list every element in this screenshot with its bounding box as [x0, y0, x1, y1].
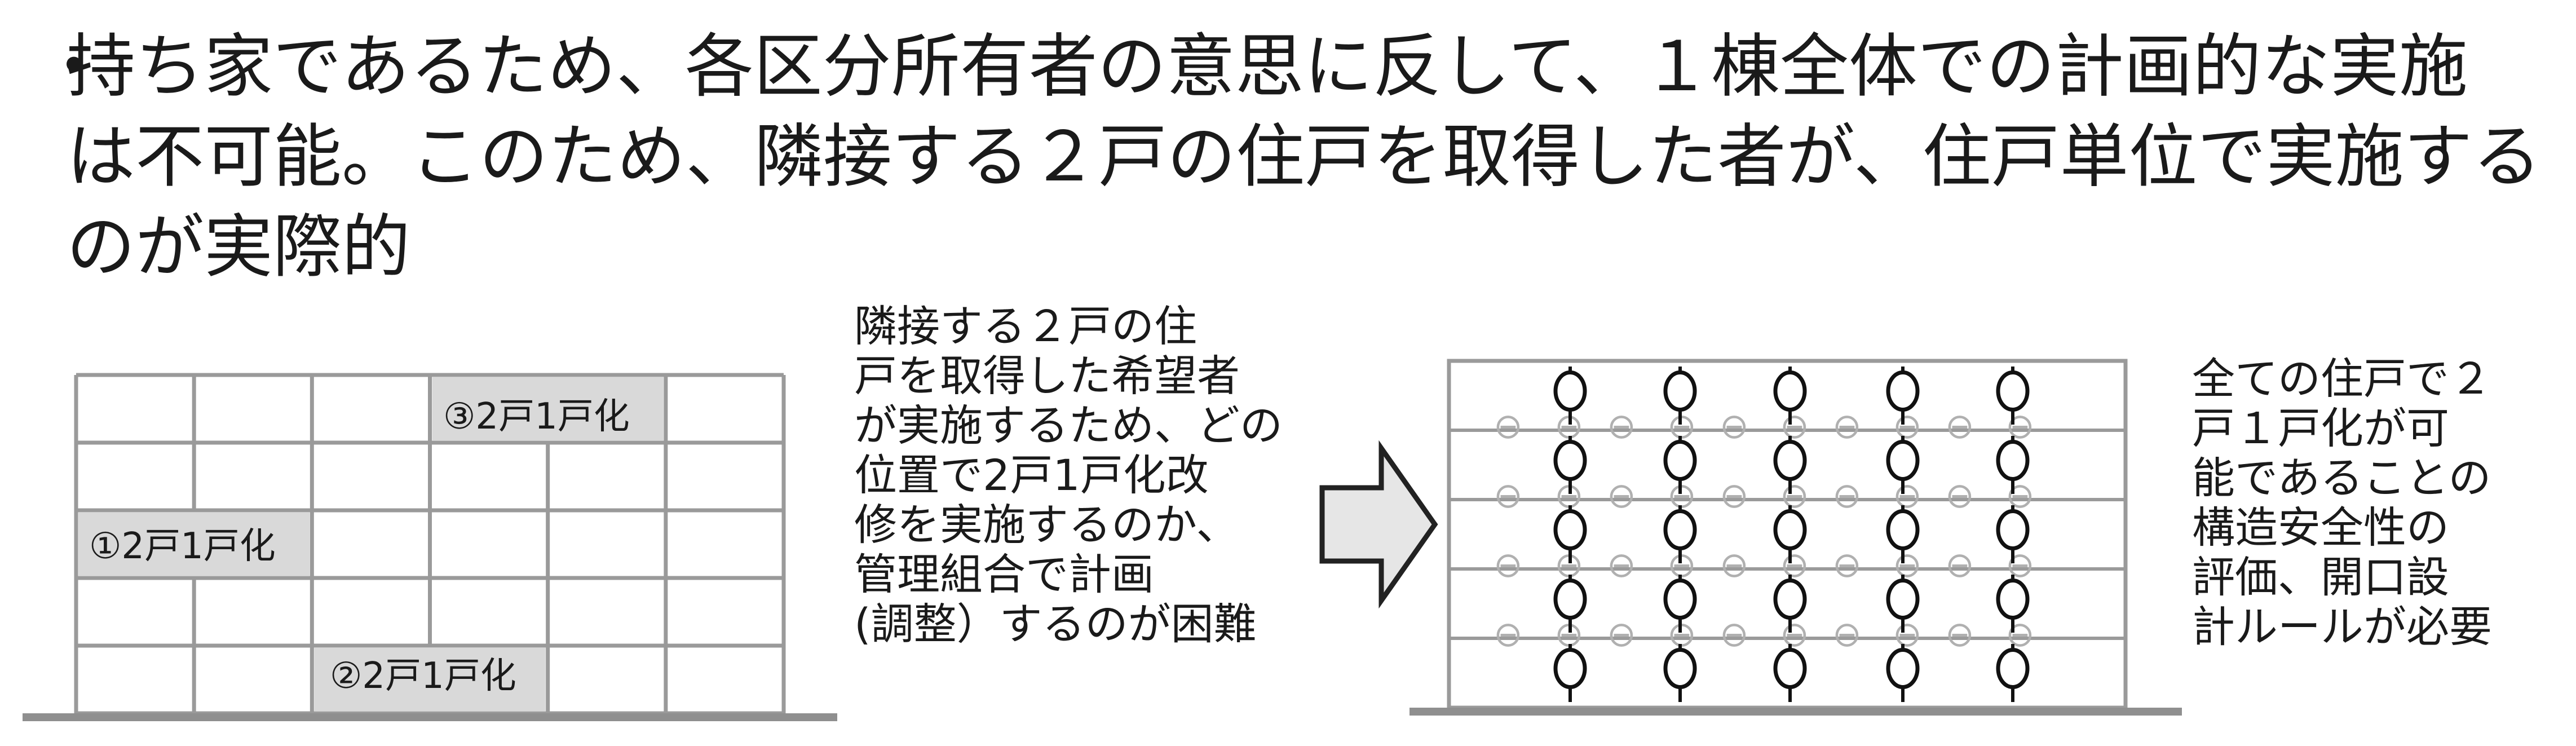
highlight-cell — [78, 513, 310, 576]
structural-mark-icon — [1553, 509, 1587, 550]
right-arrow-icon — [1319, 440, 1438, 609]
right-structural-marks: ⊖⊖⊖⊖⊖⊖⊖⊖⊖⊖⊖⊖⊖⊖⊖⊖⊖⊖⊖⊖⊖⊖⊖⊖⊖⊖⊖⊖⊖⊖⊖⊖⊖⊖⊖⊖⊖⊖⊖⊖ — [1494, 367, 2035, 702]
secondary-mark-icon: ⊖ — [1494, 544, 1523, 585]
structural-mark-icon — [1996, 370, 2030, 412]
right-building-grid — [1447, 359, 2128, 710]
left-building-diagram: ③2戸1戸化 ①2戸1戸化 ②2戸1戸化 — [23, 373, 837, 721]
left-note-line: 修を実施するのか、 — [854, 500, 1239, 550]
secondary-mark-icon: ⊖ — [1832, 475, 1862, 516]
structural-mark-icon — [1886, 509, 1920, 550]
left-note: 隣接する２戸の住 戸を取得した希望者 が実施するため、どの 位置で2戸1戸化改 … — [854, 302, 1283, 649]
right-note-line: 能であることの — [2192, 453, 2491, 503]
secondary-mark-icon: ⊖ — [1720, 544, 1749, 585]
secondary-mark-icon: ⊖ — [1494, 405, 1523, 447]
left-label-unit-1: ①2戸1戸化 — [89, 526, 276, 567]
secondary-mark-icon: ⊖ — [1945, 544, 1974, 585]
right-ground-line — [1409, 708, 2182, 716]
secondary-mark-icon: ⊖ — [2005, 613, 2035, 655]
secondary-mark-icon: ⊖ — [1780, 475, 1809, 516]
structural-mark-icon — [1773, 509, 1807, 550]
secondary-mark-icon: ⊖ — [1720, 405, 1749, 447]
secondary-mark-icon: ⊖ — [2005, 544, 2035, 585]
secondary-mark-icon: ⊖ — [1832, 544, 1862, 585]
secondary-mark-icon: ⊖ — [1893, 405, 1922, 447]
secondary-mark-icon: ⊖ — [1945, 405, 1974, 447]
structural-mark-icon — [1996, 440, 2030, 481]
heading-paragraph: 持ち家であるため、各区分所有者の意思に反して、１棟全体での計画的な実施 は不可能… — [39, 21, 2543, 292]
structural-mark-icon — [1663, 579, 1697, 620]
secondary-mark-icon: ⊖ — [1607, 475, 1636, 516]
secondary-mark-icon: ⊖ — [1720, 613, 1749, 655]
structural-mark-icon — [1773, 579, 1807, 620]
left-highlight-cells — [78, 377, 664, 711]
structural-mark-icon — [1773, 370, 1807, 412]
structural-mark-icon — [1663, 509, 1697, 550]
heading-line-3: のが実際的 — [67, 207, 410, 287]
structural-mark-icon — [1886, 370, 1920, 412]
secondary-mark-icon: ⊖ — [1832, 405, 1862, 447]
secondary-mark-icon: ⊖ — [1780, 544, 1809, 585]
structural-mark-icon — [1553, 370, 1587, 412]
secondary-mark-icon: ⊖ — [2005, 475, 2035, 516]
left-note-line: が実施するため、どの — [854, 400, 1283, 451]
secondary-mark-icon: ⊖ — [1945, 475, 1974, 516]
right-note-line: 戸１戸化が可 — [2192, 403, 2449, 453]
left-note-line: 隣接する２戸の住 — [854, 301, 1197, 351]
right-note: 全ての住戸で２ 戸１戸化が可 能であることの 構造安全性の 評価、開口設 計ルー… — [2192, 354, 2492, 652]
highlight-cell — [314, 648, 546, 711]
heading-bullet: ・ — [39, 27, 108, 107]
left-note-line: 位置で2戸1戸化改 — [854, 450, 1209, 500]
structural-mark-icon — [1553, 648, 1587, 689]
secondary-mark-icon: ⊖ — [1832, 613, 1862, 655]
structural-mark-icon — [1553, 440, 1587, 481]
structural-mark-icon — [1773, 440, 1807, 481]
structural-mark-icon — [1886, 440, 1920, 481]
heading-line-2: は不可能。このため、隣接する２戸の住戸を取得した者が、住戸単位で実施する — [67, 117, 2542, 197]
structural-mark-icon — [1773, 648, 1807, 689]
secondary-mark-icon: ⊖ — [1494, 475, 1523, 516]
right-note-line: 計ルールが必要 — [2192, 602, 2492, 652]
heading-line-1: 持ち家であるため、各区分所有者の意思に反して、１棟全体での計画的な実施 — [67, 27, 2468, 107]
structural-mark-icon — [1996, 648, 2030, 689]
structural-mark-icon — [1663, 440, 1697, 481]
structural-mark-icon — [1886, 579, 1920, 620]
secondary-mark-icon: ⊖ — [1945, 613, 1974, 655]
secondary-mark-icon: ⊖ — [1607, 544, 1636, 585]
left-label-unit-3: ③2戸1戸化 — [443, 396, 630, 438]
secondary-mark-icon: ⊖ — [1780, 613, 1809, 655]
secondary-mark-icon: ⊖ — [1607, 405, 1636, 447]
right-note-line: 評価、開口設 — [2192, 552, 2449, 602]
structural-mark-icon — [1886, 648, 1920, 689]
highlight-cell — [432, 377, 664, 440]
left-note-line: 戸を取得した希望者 — [854, 351, 1240, 401]
structural-mark-icon — [1663, 370, 1697, 412]
structural-mark-icon — [1663, 648, 1697, 689]
secondary-mark-icon: ⊖ — [1494, 613, 1523, 655]
secondary-mark-icon: ⊖ — [1893, 475, 1922, 516]
left-note-line: (調整）するのが困難 — [854, 599, 1257, 649]
structural-mark-icon — [1996, 579, 2030, 620]
left-label-unit-2: ②2戸1戸化 — [330, 655, 516, 697]
structural-mark-icon — [1996, 509, 2030, 550]
structural-mark-icon — [1553, 579, 1587, 620]
secondary-mark-icon: ⊖ — [1893, 613, 1922, 655]
right-note-line: 全ての住戸で２ — [2192, 354, 2492, 404]
secondary-mark-icon: ⊖ — [1780, 405, 1809, 447]
secondary-mark-icon: ⊖ — [2005, 405, 2035, 447]
left-note-line: 管理組合で計画 — [854, 549, 1154, 599]
left-ground-line — [23, 713, 837, 721]
secondary-mark-icon: ⊖ — [1607, 613, 1636, 655]
right-building-diagram: ⊖⊖⊖⊖⊖⊖⊖⊖⊖⊖⊖⊖⊖⊖⊖⊖⊖⊖⊖⊖⊖⊖⊖⊖⊖⊖⊖⊖⊖⊖⊖⊖⊖⊖⊖⊖⊖⊖⊖⊖ — [1409, 359, 2182, 716]
secondary-mark-icon: ⊖ — [1720, 475, 1749, 516]
secondary-mark-icon: ⊖ — [1893, 544, 1922, 585]
right-note-line: 構造安全性の — [2192, 502, 2449, 553]
